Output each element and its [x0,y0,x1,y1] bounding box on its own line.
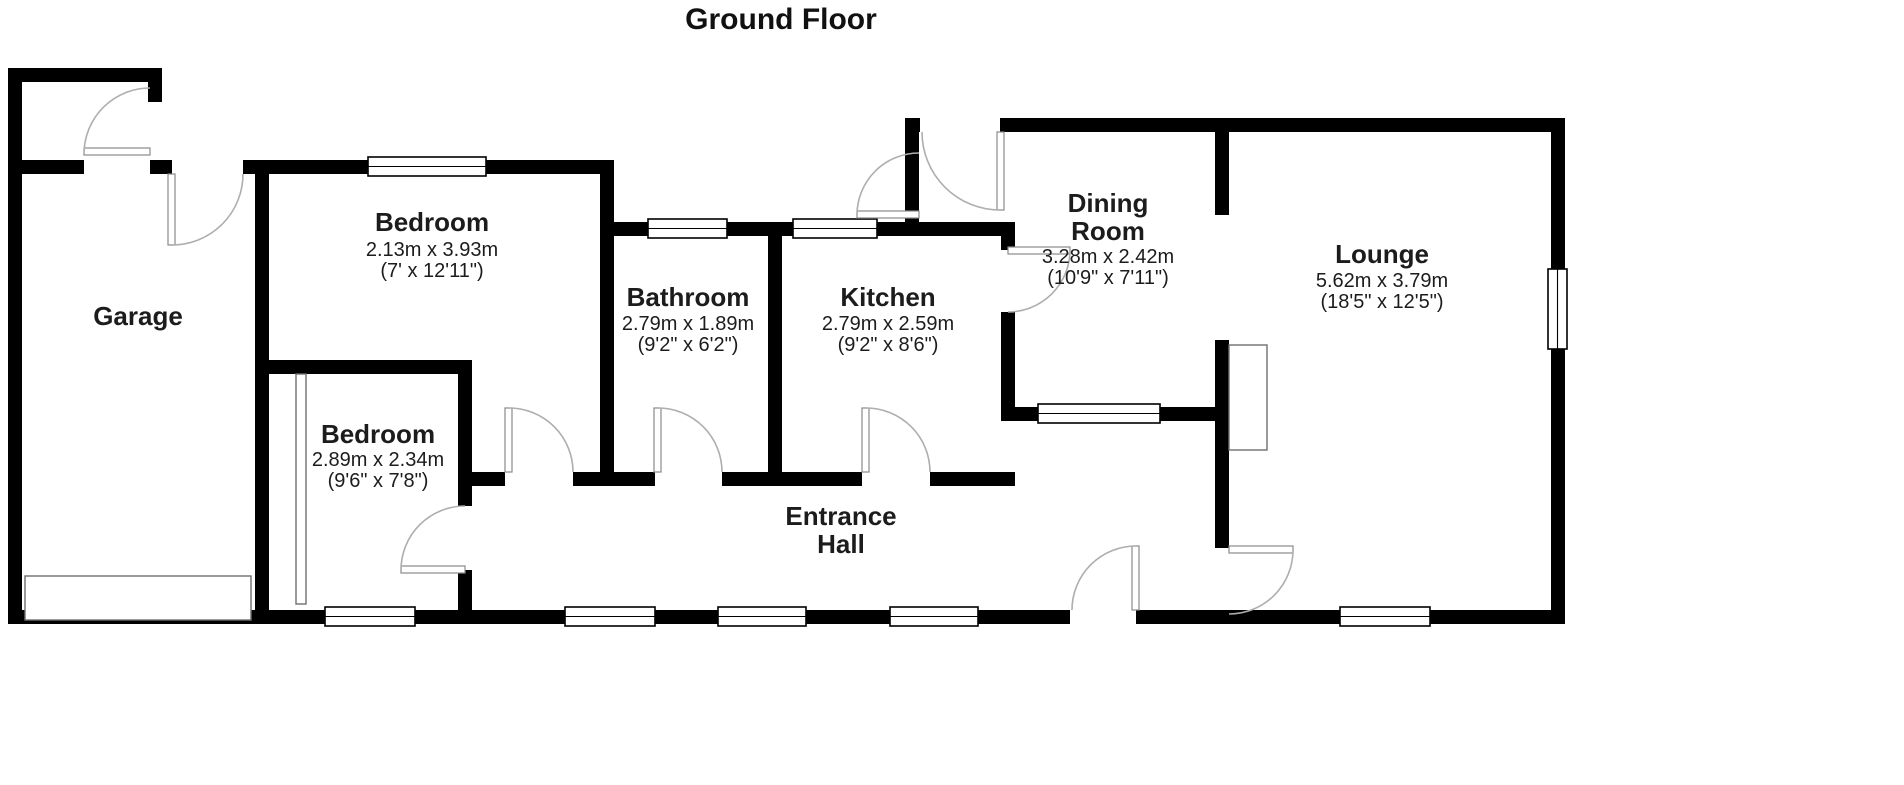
kitchen-door-icon [861,407,931,473]
bathroom-name: Bathroom [627,282,750,312]
wall-segment [806,610,890,624]
bedroom1-label: Bedroom 2.13m x 3.93m (7' x 12'11") [366,207,498,282]
hall-window-icon-3 [889,606,979,627]
lounge-metric: 5.62m x 3.79m [1316,270,1448,292]
wall-segment [930,472,1015,486]
wall-segment [255,360,472,374]
kitchen-imperial: (9'2" x 8'6") [838,334,939,356]
lounge-imperial: (18'5" x 12'5") [1320,291,1443,313]
garage-label: Garage [93,301,183,331]
wall-segment [1551,118,1565,269]
wall-segment [1551,349,1565,624]
lounge-window-icon [1339,606,1431,627]
walls [8,68,1565,624]
garage-door-icon [24,575,252,621]
wall-segment [8,68,22,624]
wall-segment [1215,340,1229,548]
wall-segment [1160,407,1215,421]
lounge-name: Lounge [1335,239,1429,269]
kitchen-label: Kitchen 2.79m x 2.59m (9'2" x 8'6") [822,282,954,356]
hall-window-icon-2 [717,606,807,627]
wall-segment [8,68,158,82]
bedroom1-outer-door-icon [167,173,244,246]
wall-segment [1000,118,1565,132]
wall-segment [600,222,648,236]
wall-segment [1001,407,1038,421]
wall-segment [905,118,920,132]
wall-segment [600,160,614,486]
wall-segment [877,222,1015,236]
room-labels: Garage Bedroom 2.13m x 3.93m (7' x 12'11… [93,188,1448,559]
bedroom1-window-icon [367,156,487,177]
bedroom1-imperial: (7' x 12'11") [380,260,483,282]
dining-room-label: Dining Room 3.28m x 2.42m (10'9" x 7'11"… [1042,188,1174,289]
bedroom2-label: Bedroom 2.89m x 2.34m (9'6" x 7'8") [312,419,444,492]
dining-name-line2: Room [1071,216,1145,246]
vestibule-door-icon [856,152,920,219]
wall-segment [458,360,472,506]
fixtures [24,344,1268,621]
wall-segment [655,610,718,624]
wall-segment [255,610,325,624]
entrance-hall-label: Entrance Hall [785,501,896,559]
wall-segment [255,160,269,624]
dining-imperial: (10'9" x 7'11") [1047,267,1169,289]
bathroom-door-icon [653,407,723,473]
wall-segment [486,160,613,174]
bedroom2-door-icon [400,505,466,574]
lounge-side-window-icon [1547,268,1568,350]
wall-segment [1136,610,1340,624]
front-door-icon [1071,545,1140,611]
dining-name-line1: Dining [1068,188,1149,218]
doors [83,87,1294,615]
sliding-door-icon [295,373,307,605]
wall-segment [573,472,655,486]
wall-segment [243,160,368,174]
fireplace-icon [1228,344,1268,451]
garage-entry-door-icon [83,87,151,156]
wall-segment [1001,222,1015,250]
wall-segment [458,472,505,486]
bedroom1-name: Bedroom [375,207,489,237]
wall-segment [22,160,84,174]
dining-window-icon [1037,403,1161,424]
dining-metric: 3.28m x 2.42m [1042,246,1174,268]
wall-segment [1215,132,1229,215]
windows [324,156,1568,627]
bathroom-metric: 2.79m x 1.89m [622,313,754,335]
lounge-label: Lounge 5.62m x 3.79m (18'5" x 12'5") [1316,239,1448,313]
wall-segment [978,610,1070,624]
kitchen-dining-door-icon [1007,246,1071,313]
hall-window-icon [564,606,656,627]
wall-segment [1430,610,1565,624]
wall-segment [150,160,172,174]
wall-segment [727,222,782,236]
bedroom1-door-icon [504,407,574,473]
wall-segment [722,472,862,486]
wall-segment [768,222,782,486]
wall-segment [415,610,565,624]
bathroom-label: Bathroom 2.79m x 1.89m (9'2" x 6'2") [622,282,754,356]
bedroom2-window-icon [324,606,416,627]
bedroom2-metric: 2.89m x 2.34m [312,449,444,471]
dining-outer-door-icon [921,131,1005,211]
bedroom2-name: Bedroom [321,419,435,449]
bathroom-imperial: (9'2" x 6'2") [638,334,739,356]
bedroom2-imperial: (9'6" x 7'8") [328,470,429,492]
hall-name-line1: Entrance [785,501,896,531]
plan-title: Ground Floor [685,3,877,36]
kitchen-window-icon [792,218,878,239]
bathroom-window-icon [647,218,728,239]
wall-segment [148,68,162,102]
hall-name-line2: Hall [817,529,865,559]
kitchen-metric: 2.79m x 2.59m [822,313,954,335]
lounge-door-icon [1228,545,1294,615]
wall-segment [1001,312,1015,421]
wall-segment [782,222,793,236]
kitchen-name: Kitchen [840,282,935,312]
wall-segment [905,118,919,222]
bedroom1-metric: 2.13m x 3.93m [366,239,498,261]
